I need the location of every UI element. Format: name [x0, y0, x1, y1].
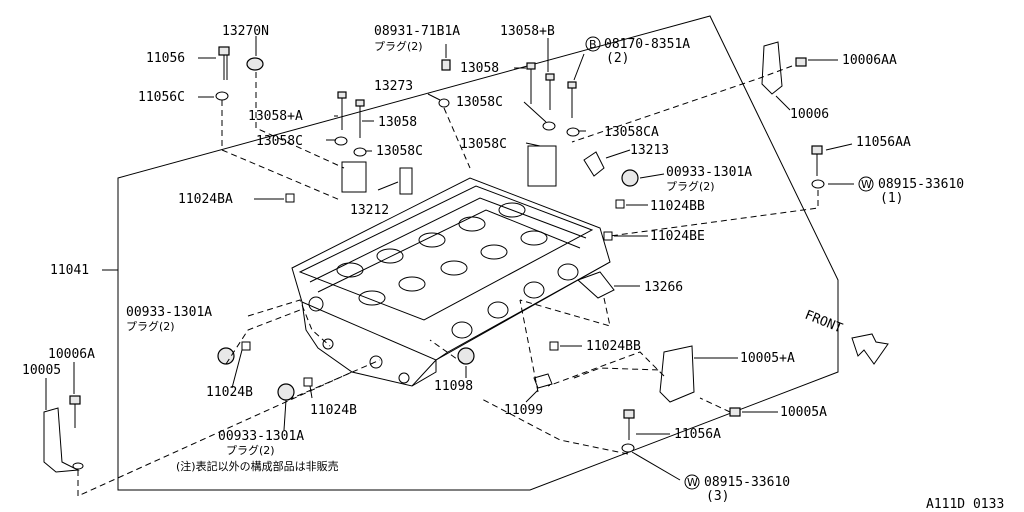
cylinder-head-illustration [291, 145, 611, 387]
label-11024BE: 11024BE [650, 229, 705, 244]
label-11024B-b: 11024B [310, 403, 357, 418]
label-11099: 11099 [504, 403, 543, 418]
label-plug-2-top: プラグ(2) [374, 39, 423, 53]
label-plug-2-right: プラグ(2) [666, 179, 715, 193]
label-10006: 10006 [790, 107, 829, 122]
assembly-frame [117, 15, 839, 491]
label-13212: 13212 [350, 203, 389, 218]
label-11098: 11098 [434, 379, 473, 394]
label-11056C: 11056C [138, 90, 185, 105]
part-labels: 13270N 11056 11056C 08931-71B1A プラグ(2) 1… [22, 24, 1004, 512]
label-10005: 10005 [22, 363, 61, 378]
label-13213: 13213 [630, 143, 669, 158]
label-10006AA: 10006AA [842, 53, 897, 68]
label-13058-A: 13058+A [248, 109, 303, 124]
circle-b-marker [585, 36, 601, 52]
label-13058-top: 13058 [460, 61, 499, 76]
label-11056A: 11056A [674, 427, 721, 442]
leader-lines [45, 36, 854, 481]
label-10005A: 10005A [780, 405, 827, 420]
label-circle-w-1: W [861, 178, 872, 191]
label-11056AA: 11056AA [856, 135, 911, 150]
label-00933-1301A-left: 00933-1301A [126, 305, 212, 320]
label-13058C-a: 13058C [456, 95, 503, 110]
label-qty-2: (2) [606, 51, 629, 66]
label-00933-1301A-right: 00933-1301A [666, 165, 752, 180]
label-qty-1: (1) [880, 191, 903, 206]
label-13058-B: 13058+B [500, 24, 555, 39]
label-11024BA: 11024BA [178, 192, 233, 207]
label-13058CA: 13058CA [604, 125, 659, 140]
label-qty-3: (3) [706, 489, 729, 504]
label-13058C-d: 13058C [460, 137, 507, 152]
label-11024B-a: 11024B [206, 385, 253, 400]
label-circle-w-3: W [687, 476, 698, 489]
label-13058-mid: 13058 [378, 115, 417, 130]
label-11056: 11056 [146, 51, 185, 66]
label-00933-1301A-bottom: 00933-1301A [218, 429, 304, 444]
label-13266: 13266 [644, 280, 683, 295]
diagram-code: A111D 0133 [926, 497, 1004, 512]
label-11024BB-upper: 11024BB [650, 199, 705, 214]
label-08915-33610-3: 08915-33610 [704, 475, 790, 490]
part-icons [43, 41, 825, 473]
note-text: (注)表記以外の構成部品は非販売 [176, 459, 339, 473]
label-08915-33610-1: 08915-33610 [878, 177, 964, 192]
label-10006A: 10006A [48, 347, 95, 362]
circle-w-marker-1 [858, 176, 874, 192]
assembly-dashed-lines [77, 65, 819, 497]
label-13273: 13273 [374, 79, 413, 94]
label-plug-2-left: プラグ(2) [126, 319, 175, 333]
label-10005-A-plus: 10005+A [740, 351, 795, 366]
circle-w-marker-3 [684, 474, 700, 490]
label-13058C-b: 13058C [256, 134, 303, 149]
label-plug-2-bottom: プラグ(2) [226, 443, 275, 457]
label-11041: 11041 [50, 263, 89, 278]
label-08931-71B1A: 08931-71B1A [374, 24, 460, 39]
label-circle-b: B [589, 38, 597, 51]
front-arrow [851, 333, 889, 365]
label-13270N: 13270N [222, 24, 269, 39]
label-13058C-c: 13058C [376, 144, 423, 159]
label-11024BB-lower: 11024BB [586, 339, 641, 354]
label-08170-8351A: 08170-8351A [604, 37, 690, 52]
